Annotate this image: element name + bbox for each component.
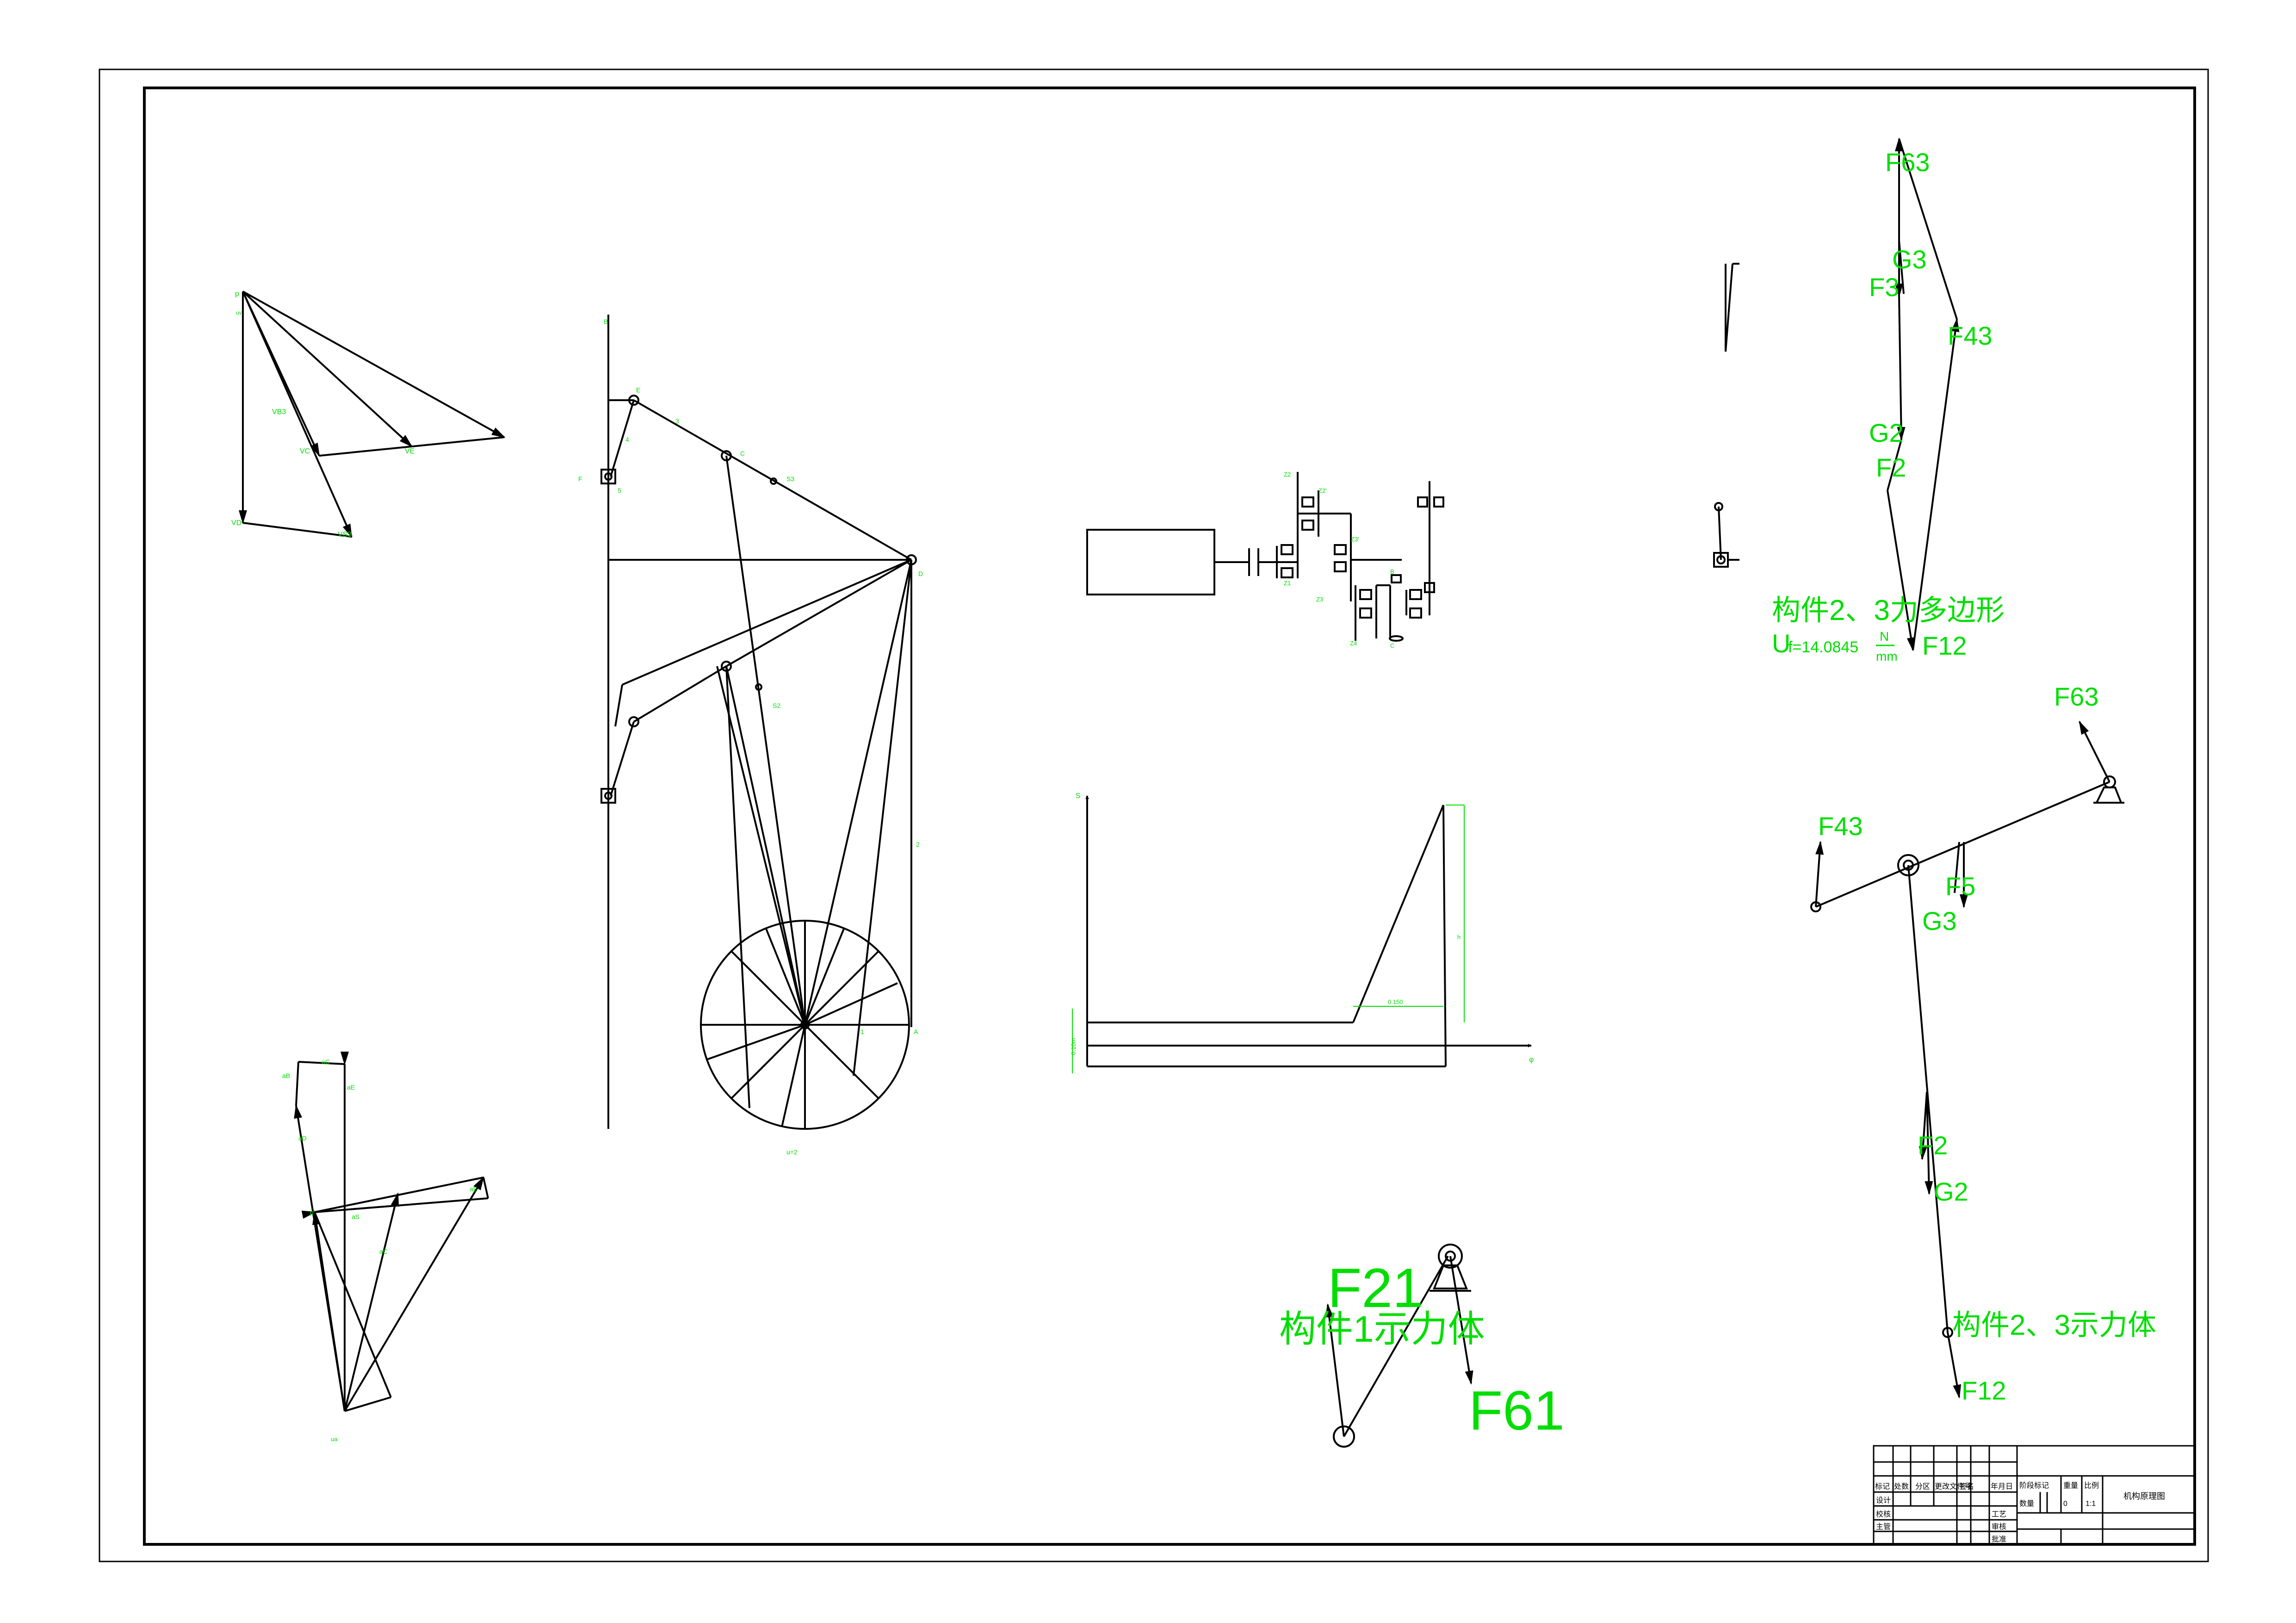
fb23-label-f63: F63 (2054, 682, 2099, 711)
force-polygon: F63 G3 F3 F43 G2 F2 F12 构件2、3力多边形 U f=14… (1772, 137, 2005, 663)
fb23-label-g3: G3 (1922, 906, 1957, 935)
tb-left-row-0: 设计 (1876, 1496, 1891, 1505)
vp-label-ve: VE (405, 447, 415, 455)
outer-frame (99, 68, 2209, 1562)
gear-label-z2p: Z2' (1318, 487, 1327, 494)
ap-label-2: aC (322, 1058, 330, 1065)
force-polygon-title: 构件2、3力多边形 (1772, 595, 2005, 626)
tb-scale-label: 比例 (2084, 1481, 2099, 1490)
small-sketches (1713, 263, 1739, 568)
force-label-f12: F12 (1922, 631, 1967, 660)
vp-scale: uv (236, 310, 242, 316)
ap-scale: ua (331, 1436, 338, 1443)
free-body-1: F21 构件1示力体 F61 (1279, 1244, 1565, 1448)
gear-label-z3p: Z3' (1351, 536, 1359, 543)
vp-label-vc: VC (300, 447, 310, 455)
mech-label-d: D (918, 570, 923, 577)
mech-label-3: 3 (675, 417, 679, 425)
ap-label-8: aE (470, 1185, 477, 1193)
cam-diagram: S φ 0.150 h 0.10m (1070, 792, 1534, 1073)
mech-label-b: B (604, 318, 608, 325)
fb23-label-f43: F43 (1818, 812, 1863, 841)
free-body-2-3: F63 F43 F5 G3 F2 G2 构件2、3示力体 F12 (1810, 682, 2156, 1405)
ap-label-3: aE (347, 1084, 355, 1091)
gear-label-c: C (1390, 642, 1394, 649)
tb-scale-value: 1:1 (2086, 1500, 2096, 1508)
tb-row-header-0: 标记 (1875, 1482, 1890, 1491)
mech-label-5: 5 (618, 487, 621, 494)
tb-row-header-1: 处数 (1894, 1482, 1909, 1491)
ap-label-6: aS (352, 1213, 359, 1220)
tb-row-header-5: 年月日 (1991, 1482, 2013, 1491)
velocity-polygon: p VB3 VC VE VD VS3 uv (231, 290, 506, 539)
tb-approve: 审核 (1992, 1523, 2006, 1531)
mech-label-a: A (914, 1028, 918, 1035)
mech-label-c: C (740, 450, 745, 457)
force-scale-unit-n: N (1880, 629, 1889, 644)
mech-label-2: 2 (916, 841, 920, 848)
acceleration-polygon: aB aC aE aD p' aS aC aE ua (282, 1052, 489, 1443)
force-label-f63: F63 (1885, 148, 1930, 177)
gear-train: Z2 Z2' Z1 Z3 Z3' Z4 B C (1086, 471, 1444, 649)
gear-label-z4: Z4 (1350, 640, 1357, 647)
tb-row-header-4: 签名 (1959, 1482, 1974, 1491)
force-label-g3: G3 (1892, 245, 1927, 274)
tb-stage-mark: 阶段标记 (2019, 1481, 2049, 1490)
tb-left-row-2: 主管 (1876, 1523, 1891, 1531)
tb-ratify: 批准 (1992, 1535, 2006, 1543)
tb-process: 工艺 (1992, 1510, 2006, 1518)
fb23-label-f12: F12 (1962, 1376, 2006, 1405)
gear-label-z2: Z2 (1284, 471, 1291, 478)
fb1-title: 构件1示力体 (1279, 1308, 1485, 1350)
ap-label-5: p' (310, 1208, 315, 1216)
title-block: 标记 处数 分区 更改文件号 签名 年月日 设计 校核 主管 工艺 审核 批准 … (1873, 1445, 2196, 1545)
fb23-label-f2: F2 (1918, 1131, 1948, 1160)
ap-label-7: aC (379, 1248, 388, 1255)
vp-label-vs: VS3 (338, 531, 352, 539)
cam-dim1: 0.150 (1388, 998, 1403, 1005)
force-scale-value: f=14.0845 (1788, 638, 1858, 656)
mech-label-f: F (578, 475, 582, 483)
mech-scale: u=2 (786, 1148, 798, 1156)
force-label-f2: F2 (1876, 453, 1906, 482)
vp-label-vd: VD (231, 519, 241, 527)
tb-row-header-3: 更改文件号 (1935, 1482, 1972, 1491)
force-scale-u: U (1772, 629, 1790, 658)
gear-label-z1: Z1 (1284, 580, 1291, 587)
tb-left-row-1: 校核 (1876, 1510, 1891, 1518)
inner-frame (143, 87, 2196, 1546)
force-label-g2: G2 (1869, 418, 1904, 447)
mechanism-diagram: B E 4 5 F 3 C S3 D S2 2 1 A u=2 (578, 315, 923, 1156)
fb23-label-g2: G2 (1934, 1177, 1968, 1206)
cam-dim2: h (1457, 934, 1461, 941)
gear-label-z3: Z3 (1316, 596, 1323, 603)
tb-qty-label: 数量 (2019, 1499, 2034, 1508)
gear-label-b: B (1390, 568, 1394, 575)
mech-label-s2: S2 (773, 702, 780, 709)
mech-label-1: 1 (860, 1028, 864, 1035)
force-label-f3: F3 (1869, 273, 1899, 302)
vp-label-p: p (235, 290, 239, 298)
tb-weight: 重量 (2063, 1481, 2078, 1490)
tb-row-header-2: 分区 (1915, 1482, 1930, 1491)
fb23-label-f5: F5 (1945, 872, 1975, 901)
mech-label-4: 4 (625, 436, 629, 443)
fb1-label-f21: F21 (1328, 1257, 1423, 1319)
ap-label-1: aB (282, 1072, 290, 1079)
cam-dim3: 0.10m (1070, 1038, 1077, 1055)
cam-axis-phi: φ (1529, 1056, 1534, 1064)
vp-label-vb: VB3 (272, 408, 286, 416)
force-label-f43: F43 (1948, 321, 1993, 350)
tb-qty-value: 0 (2063, 1500, 2067, 1508)
mech-label-e: E (636, 386, 640, 394)
ap-label-4: aD (298, 1134, 307, 1142)
mech-label-s3: S3 (786, 475, 794, 483)
force-scale-unit-mm: mm (1876, 649, 1898, 663)
fb1-label-f61: F61 (1469, 1380, 1565, 1442)
cam-axis-s: S (1076, 792, 1081, 800)
fb23-title: 构件2、3示力体 (1952, 1309, 2156, 1341)
tb-title: 机构原理图 (2123, 1492, 2165, 1501)
